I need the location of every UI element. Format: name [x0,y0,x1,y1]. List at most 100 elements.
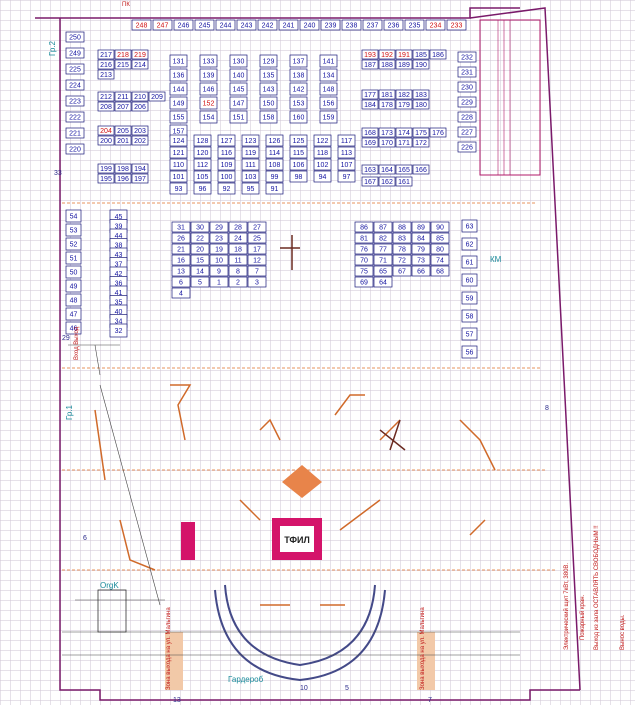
booth-8[interactable] [228,265,248,277]
booth-121[interactable] [169,146,188,159]
booth-233[interactable] [446,19,467,31]
booth-96[interactable] [193,182,212,195]
booth-196[interactable] [114,173,132,184]
booth-199[interactable] [97,163,115,174]
booth-68[interactable] [430,265,450,277]
booth-243[interactable] [236,19,257,31]
booth-245[interactable] [194,19,215,31]
booth-89[interactable] [411,221,431,233]
booth-87[interactable] [373,221,393,233]
booth-234[interactable] [425,19,446,31]
booth-216[interactable] [97,59,115,70]
booth-29[interactable] [209,221,229,233]
booth-223[interactable] [65,95,85,107]
booth-122[interactable] [313,134,332,147]
booth-6[interactable] [171,276,191,288]
booth-235[interactable] [404,19,425,31]
booth-82[interactable] [373,232,393,244]
booth-215[interactable] [114,59,132,70]
booth-154[interactable] [199,110,218,124]
booth-187[interactable] [361,59,379,70]
booth-53[interactable] [65,223,82,237]
booth-11[interactable] [228,254,248,266]
booth-1[interactable] [209,276,229,288]
booth-4[interactable] [171,287,191,299]
booth-120[interactable] [193,146,212,159]
booth-85[interactable] [430,232,450,244]
booth-203[interactable] [131,125,149,136]
booth-198[interactable] [114,163,132,174]
booth-228[interactable] [457,111,477,123]
booth-190[interactable] [412,59,430,70]
booth-237[interactable] [362,19,383,31]
booth-168[interactable] [361,127,379,138]
booth-24[interactable] [228,232,248,244]
booth-19[interactable] [209,243,229,255]
booth-88[interactable] [392,221,412,233]
booth-173[interactable] [378,127,396,138]
booth-202[interactable] [131,135,149,146]
booth-86[interactable] [354,221,374,233]
booth-180[interactable] [412,99,430,110]
booth-244[interactable] [215,19,236,31]
booth-67[interactable] [392,265,412,277]
booth-105[interactable] [193,170,212,183]
booth-178[interactable] [378,99,396,110]
booth-117[interactable] [337,134,356,147]
booth-151[interactable] [229,110,248,124]
booth-116[interactable] [217,146,236,159]
booth-30[interactable] [190,221,210,233]
booth-28[interactable] [228,221,248,233]
booth-79[interactable] [411,243,431,255]
booth-201[interactable] [114,135,132,146]
booth-52[interactable] [65,237,82,251]
booth-18[interactable] [228,243,248,255]
booth-179[interactable] [395,99,413,110]
booth-103[interactable] [241,170,260,183]
booth-27[interactable] [247,221,267,233]
booth-150[interactable] [259,96,278,110]
booth-142[interactable] [289,82,308,96]
booth-56[interactable] [461,345,478,359]
booth-84[interactable] [411,232,431,244]
booth-115[interactable] [289,146,308,159]
booth-91[interactable] [265,182,284,195]
booth-22[interactable] [190,232,210,244]
booth-249[interactable] [65,47,85,59]
booth-113[interactable] [337,146,356,159]
booth-102[interactable] [313,158,332,171]
booth-175[interactable] [412,127,430,138]
booth-63[interactable] [461,219,478,233]
booth-20[interactable] [190,243,210,255]
booth-3[interactable] [247,276,267,288]
booth-139[interactable] [199,68,218,82]
booth-92[interactable] [217,182,236,195]
booth-161[interactable] [395,176,413,187]
booth-145[interactable] [229,82,248,96]
booth-156[interactable] [319,96,338,110]
booth-70[interactable] [354,254,374,266]
booth-163[interactable] [361,164,379,175]
booth-207[interactable] [114,101,132,112]
booth-162[interactable] [378,176,396,187]
booth-26[interactable] [171,232,191,244]
booth-60[interactable] [461,273,478,287]
booth-143[interactable] [259,82,278,96]
booth-12[interactable] [247,254,267,266]
booth-72[interactable] [392,254,412,266]
booth-71[interactable] [373,254,393,266]
booth-10[interactable] [209,254,229,266]
booth-166[interactable] [412,164,430,175]
booth-75[interactable] [354,265,374,277]
booth-250[interactable] [65,31,85,43]
booth-200[interactable] [97,135,115,146]
booth-14[interactable] [190,265,210,277]
booth-204[interactable] [97,125,115,136]
booth-147[interactable] [229,96,248,110]
booth-95[interactable] [241,182,260,195]
booth-186[interactable] [429,49,447,60]
booth-93[interactable] [169,182,188,195]
booth-31[interactable] [171,221,191,233]
booth-248[interactable] [131,19,152,31]
booth-54[interactable] [65,209,82,223]
